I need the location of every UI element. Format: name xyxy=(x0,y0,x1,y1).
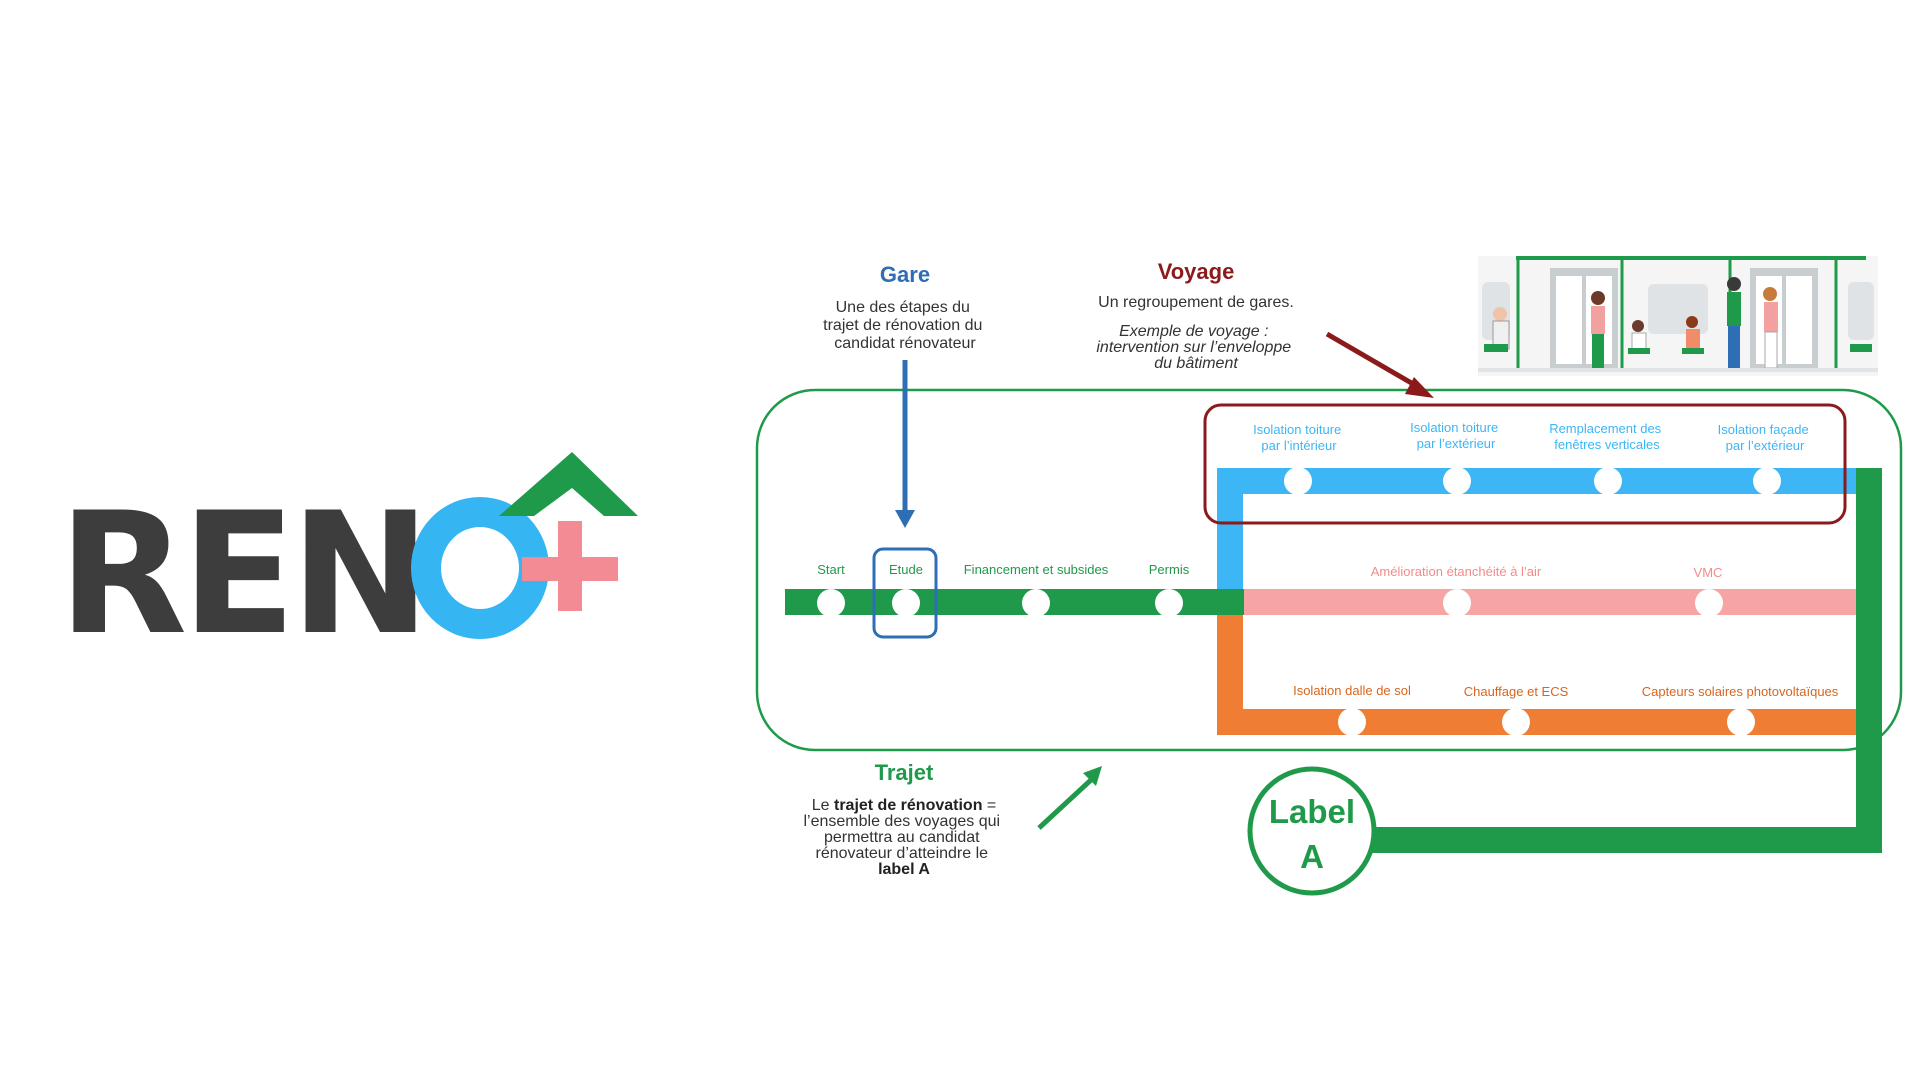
station-label-vmc: VMC xyxy=(1694,565,1723,580)
label-a-terminus: Label A xyxy=(1247,766,1377,896)
gare-description: Une des étapes du trajet de rénovation d… xyxy=(823,299,987,352)
passenger-icon xyxy=(1763,287,1777,301)
station-label-fenetres: Remplacement des fenêtres verticales xyxy=(1549,421,1665,452)
trajet-description: l’ensemble des voyages qui permettra au … xyxy=(803,813,1004,878)
station-dot xyxy=(817,589,845,617)
green-return-line xyxy=(1365,468,1882,853)
passenger-icon xyxy=(1686,316,1698,328)
etude-highlight-box xyxy=(872,547,938,639)
station-label-capteurs-solaires: Capteurs solaires photovoltaïques xyxy=(1642,684,1839,699)
station-dot xyxy=(1594,467,1622,495)
logo-reno-letters: REN xyxy=(58,476,425,672)
voyage-arrow xyxy=(1325,331,1422,391)
trajet-annotation: Trajet Le trajet de rénovation = l’ensem… xyxy=(803,760,1004,878)
label-a-text-line1: Label xyxy=(1269,793,1355,830)
gare-arrowhead xyxy=(895,510,915,528)
station-label-financement: Financement et subsides xyxy=(964,562,1109,577)
station-label-chauffage: Chauffage et ECS xyxy=(1464,684,1569,699)
station-dot xyxy=(1443,467,1471,495)
blue-line xyxy=(1217,468,1856,602)
voyage-example: Exemple de voyage : intervention sur l’e… xyxy=(1096,323,1295,372)
logo-plus-horizontal xyxy=(522,557,618,581)
station-label-isolation-facade: Isolation façade par l’extérieur xyxy=(1718,422,1813,453)
station-label-start: Start xyxy=(817,562,845,577)
station-dot xyxy=(1443,589,1471,617)
voyage-title: Voyage xyxy=(1158,259,1235,284)
station-dot xyxy=(1753,467,1781,495)
voyage-subtitle: Un regroupement de gares. xyxy=(1098,294,1294,311)
station-dot xyxy=(1022,589,1050,617)
voyage-arrowhead xyxy=(1405,377,1434,398)
station-label-dalle-sol: Isolation dalle de sol xyxy=(1293,683,1411,698)
station-label-isolation-toiture-ext: Isolation toiture par l’extérieur xyxy=(1410,420,1502,451)
station-label-permis: Permis xyxy=(1149,562,1190,577)
station-dot xyxy=(1727,708,1755,736)
passenger-icon xyxy=(1632,320,1644,332)
station-dot xyxy=(1338,708,1366,736)
arrows xyxy=(895,331,1434,830)
logo-roof-icon xyxy=(499,452,638,516)
trajet-arrowhead xyxy=(1083,766,1102,786)
station-dot xyxy=(1695,589,1723,617)
voyage-annotation: Voyage Un regroupement de gares. Exemple… xyxy=(1096,259,1295,372)
voyage-highlight-box xyxy=(1203,403,1847,525)
passenger-icon xyxy=(1727,277,1741,291)
station-dot xyxy=(892,589,920,617)
stations: Start Etude Financement et subsides Perm… xyxy=(817,420,1839,736)
gare-annotation: Gare Une des étapes du trajet de rénovat… xyxy=(823,262,987,352)
station-label-etude: Etude xyxy=(889,562,923,577)
station-dot xyxy=(1155,589,1183,617)
passenger-icon xyxy=(1493,307,1507,321)
trajet-title: Trajet xyxy=(875,760,934,785)
label-a-text-line2: A xyxy=(1300,838,1324,875)
station-dot xyxy=(1284,467,1312,495)
label-a-circle xyxy=(1247,766,1377,896)
train-window xyxy=(1648,284,1708,334)
orange-line xyxy=(1217,600,1856,735)
trajet-arrow xyxy=(1037,777,1094,830)
trajet-description-line1: Le trajet de rénovation = xyxy=(812,797,997,814)
trajet-frame xyxy=(755,388,1903,752)
station-dot xyxy=(1502,708,1530,736)
passenger-icon xyxy=(1591,291,1605,305)
train-interior-illustration xyxy=(1478,256,1878,376)
logo-o-ring xyxy=(411,497,549,639)
station-label-isolation-toiture-int: Isolation toiture par l’intérieur xyxy=(1253,422,1345,453)
reno-plus-logo: REN xyxy=(58,452,638,672)
gare-title: Gare xyxy=(880,262,930,287)
station-label-etancheite: Amélioration étanchéité à l’air xyxy=(1371,564,1542,579)
